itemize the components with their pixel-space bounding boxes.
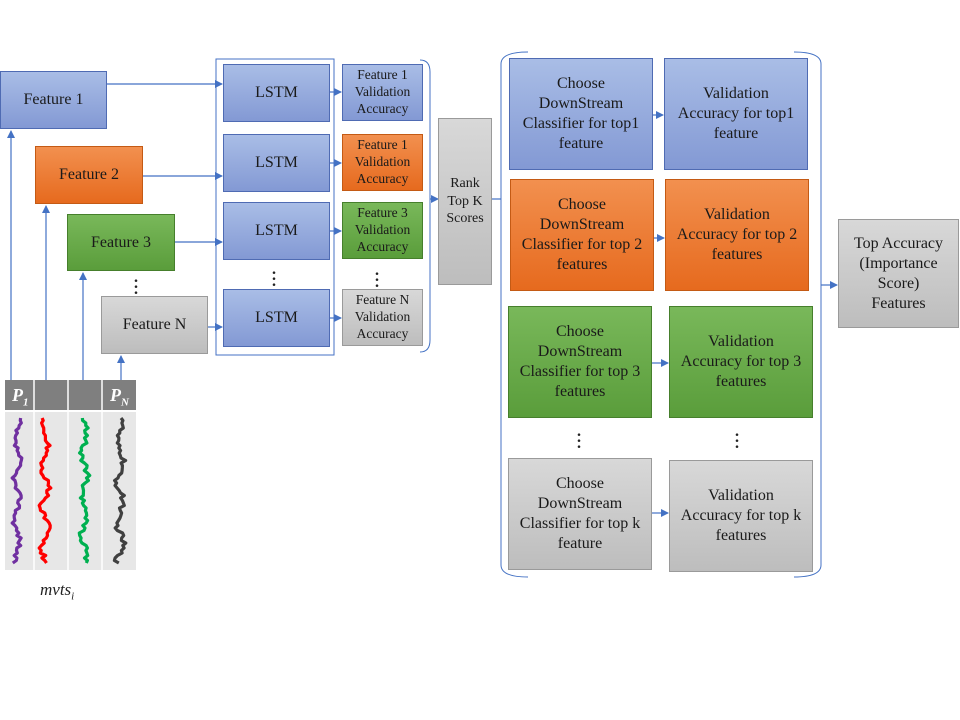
feature-n-box: Feature N (101, 296, 208, 354)
classifier-bracket-right (793, 51, 822, 578)
lstm-ellipsis: . . . (271, 254, 277, 291)
mvts-label-pn: PN (110, 385, 129, 409)
mvts-series-line (10, 417, 24, 565)
rank-top-k-box: Rank Top K Scores (438, 118, 492, 285)
mvts-body (5, 412, 136, 570)
accuracy-topk-box: Validation Accuracy for top k features (669, 460, 813, 572)
classifier-top3-box: Choose DownStream Classifier for top 3 f… (508, 306, 652, 418)
validation-2-box: Feature 1 Validation Accuracy (342, 134, 423, 191)
validation-1-box: Feature 1 Validation Accuracy (342, 64, 423, 121)
mvts-series (10, 417, 128, 565)
mvts-series-line (77, 417, 92, 564)
top-accuracy-features-box: Top Accuracy (Importance Score) Features (838, 219, 959, 328)
classifier-top2-box: Choose DownStream Classifier for top 2 f… (510, 179, 654, 291)
lstm-2-box: LSTM (223, 134, 330, 192)
mvts-series-line (37, 417, 53, 564)
accuracy-top2-box: Validation Accuracy for top 2 features (665, 179, 809, 291)
lstm-n-box: LSTM (223, 289, 330, 347)
accuracy-top1-box: Validation Accuracy for top1 feature (664, 58, 808, 170)
mvts-header-strip (5, 380, 136, 410)
accuracy-ellipsis: . . . (734, 416, 740, 453)
classifier-top1-box: Choose DownStream Classifier for top1 fe… (509, 58, 653, 170)
lstm-3-box: LSTM (223, 202, 330, 260)
validation-ellipsis: . . . (374, 255, 380, 292)
accuracy-top3-box: Validation Accuracy for top 3 features (669, 306, 813, 418)
feature-3-box: Feature 3 (67, 214, 175, 271)
validation-3-box: Feature 3 Validation Accuracy (342, 202, 423, 259)
classifier-ellipsis: . . . (576, 416, 582, 453)
classifier-topk-box: Choose DownStream Classifier for top k f… (508, 458, 652, 570)
mvts-series-line (112, 417, 128, 565)
validation-n-box: Feature N Validation Accuracy (342, 289, 423, 346)
lstm-1-box: LSTM (223, 64, 330, 122)
classifier-bracket-left (500, 51, 529, 578)
mvts-label-p1: P1 (12, 385, 29, 409)
feature-1-box: Feature 1 (0, 71, 107, 129)
mvts-caption: mvtsi (40, 580, 75, 603)
feature-ellipsis: . . . (133, 262, 139, 299)
validation-bracket (419, 59, 431, 353)
lstm-group-frame (215, 58, 335, 356)
feature-2-box: Feature 2 (35, 146, 143, 204)
